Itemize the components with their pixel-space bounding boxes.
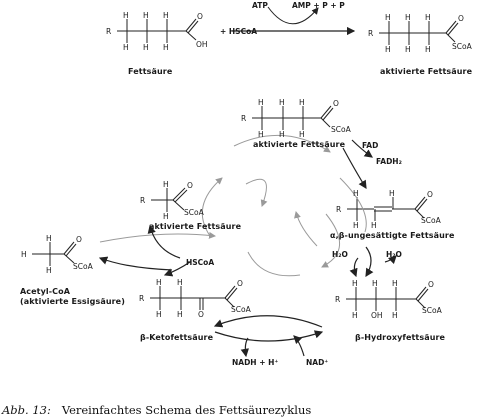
atom-h: H	[299, 130, 305, 139]
atom-h: H	[279, 98, 285, 107]
label-keto: β-Ketofettsäure	[140, 333, 214, 342]
atom-scoa: SCoA	[421, 216, 441, 225]
atom-h: H	[21, 250, 27, 259]
atom-h: H	[405, 45, 411, 54]
caption-number: Abb. 13:	[2, 403, 51, 417]
atom-scoa: SCoA	[452, 42, 472, 51]
reagent-nad: NAD⁺	[306, 358, 329, 367]
atom-h: H	[163, 180, 169, 189]
atom-o: O	[458, 14, 464, 23]
reaction-arrows	[98, 139, 397, 358]
atom-scoa: SCoA	[422, 306, 442, 315]
atom-h: H	[425, 45, 431, 54]
label-acetyl-coa: Acetyl-CoA	[20, 287, 71, 296]
atom-h: H	[46, 266, 52, 275]
atom-scoa: SCoA	[331, 125, 351, 134]
atom-o: O	[428, 280, 434, 289]
label-aktivierte-fettsaeure-cycle: aktivierte Fettsäure	[253, 140, 346, 149]
atom-o: O	[237, 279, 243, 288]
reagent-atp: ATP	[252, 1, 268, 10]
atom-h: H	[123, 43, 129, 52]
atom-o: O	[427, 190, 433, 199]
atom-h: H	[163, 43, 169, 52]
atom-h: H	[143, 11, 149, 20]
atom-h: H	[46, 234, 52, 243]
cycle-arcs	[99, 134, 367, 277]
atom-h: H	[385, 13, 391, 22]
atom-o: O	[197, 12, 203, 21]
atom-h: H	[299, 98, 305, 107]
aktivierte-fettsaeure-top-structure	[379, 20, 459, 45]
reagent-hscoa-cycle: HSCoA	[186, 258, 215, 267]
atom-oh: OH	[371, 311, 383, 320]
atom-o: O	[198, 310, 204, 319]
atom-r: R	[241, 114, 247, 123]
reagent-hscoa-top: + HSCoA	[220, 27, 258, 36]
caption-text: Vereinfachtes Schema des Fettsäurezyklus	[61, 403, 312, 417]
atom-h: H	[279, 130, 285, 139]
atom-h: H	[353, 189, 359, 198]
atom-r: R	[140, 196, 146, 205]
atom-h: H	[163, 212, 169, 221]
atom-o: O	[333, 99, 339, 108]
acetyl-coa-structure	[32, 241, 77, 266]
reagent-h2o-right: H₂O	[386, 250, 402, 259]
label-aktivierte-fettsaeure-left: aktivierte Fettsäure	[149, 222, 242, 231]
atom-h: H	[258, 98, 264, 107]
fettsaeure-structure	[117, 18, 199, 43]
atom-o: O	[187, 181, 193, 190]
atom-h: H	[392, 279, 398, 288]
reagent-h2o-left: H₂O	[332, 250, 348, 259]
atom-h: H	[425, 13, 431, 22]
atom-r: R	[368, 29, 374, 38]
reagent-fad: FAD	[362, 141, 379, 150]
atom-r: R	[335, 295, 341, 304]
hydroxy-structure	[346, 286, 429, 311]
atom-h: H	[156, 278, 162, 287]
atom-h: H	[405, 13, 411, 22]
atom-h: H	[392, 311, 398, 320]
reagent-amp: AMP + P + P	[292, 1, 345, 10]
atom-scoa: SCoA	[184, 208, 204, 217]
label-ab-ungesaettigt: α,β-ungesättigte Fettsäure	[330, 231, 455, 240]
ab-ungesaettigt-structure	[347, 196, 428, 221]
label-acetyl-coa-sub: (aktivierte Essigsäure)	[20, 297, 125, 306]
aktivierte-fettsaeure-cycle-structure	[252, 105, 334, 130]
atom-h: H	[123, 11, 129, 20]
atom-r: R	[336, 205, 342, 214]
atom-h: H	[177, 310, 183, 319]
keto-structure	[150, 285, 238, 310]
atom-h: H	[177, 278, 183, 287]
atom-h: H	[258, 130, 264, 139]
atom-r: R	[139, 294, 145, 303]
figure-caption: Abb. 13: Vereinfachtes Schema des Fettsä…	[2, 403, 311, 417]
atom-oh: OH	[196, 40, 208, 49]
atom-h: H	[352, 311, 358, 320]
atom-h: H	[143, 43, 149, 52]
label-aktivierte-fettsaeure-top: aktivierte Fettsäure	[380, 67, 473, 76]
atom-h: H	[156, 310, 162, 319]
label-fettsaeure: Fettsäure	[128, 67, 173, 76]
reagent-nadh: NADH + H⁺	[232, 358, 279, 367]
atom-r: R	[106, 27, 112, 36]
aktivierte-fettsaeure-left-structure	[151, 187, 188, 212]
atom-scoa: SCoA	[73, 262, 93, 271]
atom-h: H	[352, 279, 358, 288]
atom-h: H	[389, 189, 395, 198]
label-hydroxy: β-Hydroxyfettsäure	[355, 333, 446, 342]
atom-h: H	[385, 45, 391, 54]
atom-h: H	[163, 11, 169, 20]
atom-h: H	[353, 221, 359, 230]
atom-o: O	[76, 235, 82, 244]
activation-arrow	[232, 6, 356, 36]
atom-h: H	[371, 221, 377, 230]
atom-h: H	[372, 279, 378, 288]
reagent-fadh2: FADH₂	[376, 157, 402, 166]
atom-scoa: SCoA	[231, 305, 251, 314]
